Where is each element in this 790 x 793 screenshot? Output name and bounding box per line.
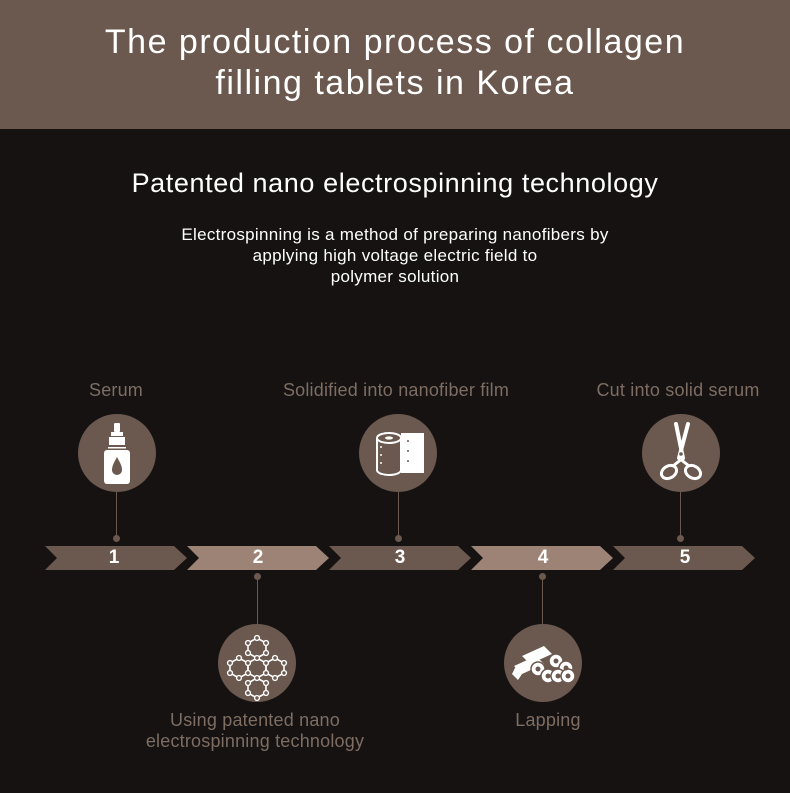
step2-label-line1: Using patented nano <box>170 710 340 730</box>
step4-connector <box>542 578 543 624</box>
step5-label: Cut into solid serum <box>596 380 760 400</box>
step-number-2: 2 <box>252 547 264 568</box>
section-subtitle: Patented nano electrospinning technology <box>131 168 659 198</box>
step-number-1: 1 <box>108 547 120 568</box>
step2-connector <box>257 578 258 624</box>
header-banner: The production process of collagen filli… <box>0 0 790 129</box>
step1-connector <box>116 492 117 538</box>
description-line2: applying high voltage electric field to <box>252 246 538 265</box>
step5-dot <box>677 535 684 542</box>
arrow-step5 <box>613 546 755 570</box>
step-number-4: 4 <box>537 547 549 568</box>
step2-label-line2: electrospinning technology <box>145 731 365 751</box>
arrow-step4 <box>471 546 613 570</box>
description-line1: Electrospinning is a method of preparing… <box>181 225 609 244</box>
step-number-5: 5 <box>679 547 691 568</box>
rolled-sheets-icon <box>504 624 582 702</box>
scissors-icon <box>642 414 720 492</box>
step3-dot <box>395 535 402 542</box>
step3-label: Solidified into nanofiber film <box>282 380 510 400</box>
arrow-step2 <box>187 546 329 570</box>
step3-connector <box>398 492 399 538</box>
page-title-line2: filling tablets in Korea <box>215 64 575 102</box>
step5-connector <box>680 492 681 538</box>
arrow-step3 <box>329 546 471 570</box>
serum-bottle-icon <box>78 414 156 492</box>
film-roll-icon <box>359 414 437 492</box>
step4-label: Lapping <box>515 710 581 730</box>
step1-dot <box>113 535 120 542</box>
step-number-3: 3 <box>394 547 406 568</box>
hexagon-molecule-icon <box>218 624 296 702</box>
step1-label: Serum <box>88 380 143 400</box>
arrow-step1 <box>45 546 187 570</box>
step4-dot <box>539 573 546 580</box>
process-timeline <box>45 546 755 570</box>
description-line3: polymer solution <box>330 267 460 286</box>
page-title-line1: The production process of collagen <box>104 23 686 61</box>
step2-dot <box>254 573 261 580</box>
